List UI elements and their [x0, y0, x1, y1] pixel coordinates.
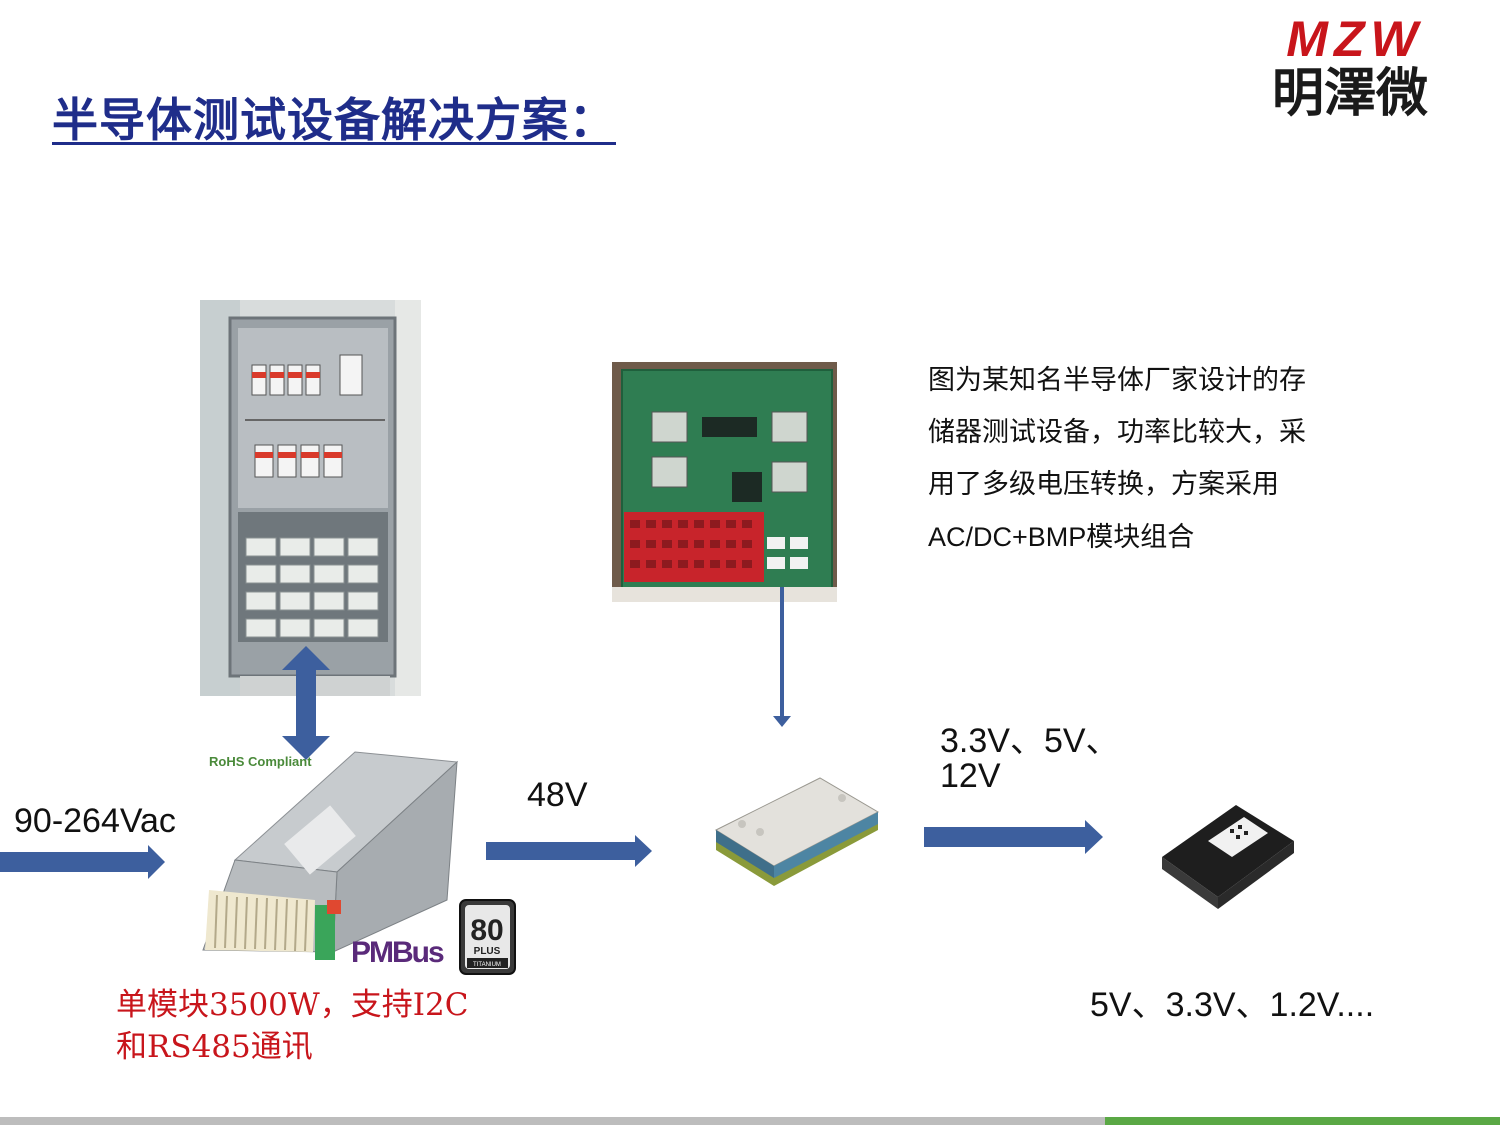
pol-module-photo [1162, 805, 1294, 909]
mid-voltage-label-line1: 3.3V、5V、 [940, 722, 1120, 760]
down-arrow [773, 587, 791, 727]
logo-latin-text: MZW [1286, 11, 1423, 67]
psu-module-photo: RoHS Compliant PMBus 80 PLUS TITANIUM [202, 751, 516, 975]
right-arrow [924, 820, 1103, 854]
plus-word: PLUS [474, 946, 501, 957]
description-line: AC/DC+BMP模块组合 [928, 522, 1195, 552]
pmbus-badge: PMBus [351, 936, 444, 969]
plus-number: 80 [470, 914, 503, 947]
pcb-board-photo [612, 362, 837, 602]
right-arrow [0, 845, 165, 879]
input-voltage-label: 90-264Vac [14, 802, 176, 840]
psu-note: 单模块3500W，支持I2C 和RS485通讯 [116, 984, 468, 1068]
footer-bar-green [1105, 1117, 1500, 1125]
right-arrow [486, 835, 652, 867]
rohs-badge: RoHS Compliant [209, 754, 312, 769]
solution-description: 图为某知名半导体厂家设计的存 储器测试设备，功率比较大，采 用了多级电压转换，方… [928, 355, 1358, 563]
test-cabinet-photo [200, 300, 421, 696]
description-line: 图为某知名半导体厂家设计的存 [928, 365, 1306, 396]
company-logo: MZW 明澤微 [1272, 11, 1428, 121]
plus-grade: TITANIUM [473, 962, 501, 968]
mid-voltage-label-line2: 12V [940, 757, 1001, 795]
footer-bar-gray [0, 1117, 1105, 1125]
double-arrow [282, 646, 330, 760]
bus-converter-photo [714, 777, 880, 886]
description-line: 用了多级电压转换，方案采用 [928, 469, 1279, 500]
logo-chinese-text: 明澤微 [1272, 64, 1428, 121]
page-title: 半导体测试设备解决方案： [52, 93, 616, 147]
description-line: 储器测试设备，功率比较大，采 [928, 417, 1306, 448]
psu-note-line: 和RS485通讯 [116, 1029, 313, 1065]
psu-note-line: 单模块3500W，支持I2C [116, 987, 469, 1023]
output-voltage-label: 5V、3.3V、1.2V.... [1090, 986, 1375, 1024]
bus-voltage-label: 48V [527, 776, 588, 814]
